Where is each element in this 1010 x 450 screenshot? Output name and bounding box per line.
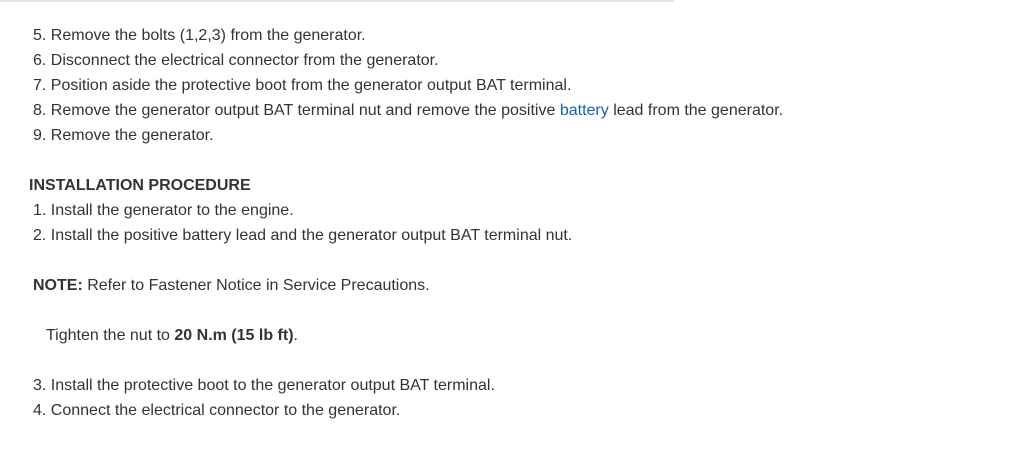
note-label: NOTE: [33, 277, 83, 294]
top-divider [0, 0, 674, 2]
note-text: Refer to Fastener Notice in Service Prec… [82, 277, 430, 294]
removal-step-8: 8. Remove the generator output BAT termi… [33, 102, 784, 119]
removal-step-6: 6. Disconnect the electrical connector f… [33, 52, 439, 69]
torque-spec: Tighten the nut to 20 N.m (15 lb ft). [46, 327, 298, 344]
removal-step-9: 9. Remove the generator. [33, 127, 214, 144]
battery-link[interactable]: battery [559, 102, 609, 119]
removal-step-7: 7. Position aside the protective boot fr… [33, 77, 572, 94]
torque-value: 20 N.m (15 lb ft) [174, 327, 294, 344]
fastener-note: NOTE: Refer to Fastener Notice in Servic… [33, 276, 430, 296]
install-step-3: 3. Install the protective boot to the ge… [33, 377, 495, 394]
install-step-4: 4. Connect the electrical connector to t… [33, 402, 401, 419]
install-step-2: 2. Install the positive battery lead and… [33, 227, 573, 244]
removal-step-5: 5. Remove the bolts (1,2,3) from the gen… [33, 27, 366, 44]
install-step-1: 1. Install the generator to the engine. [33, 202, 294, 219]
installation-heading: INSTALLATION PROCEDURE [29, 177, 251, 194]
